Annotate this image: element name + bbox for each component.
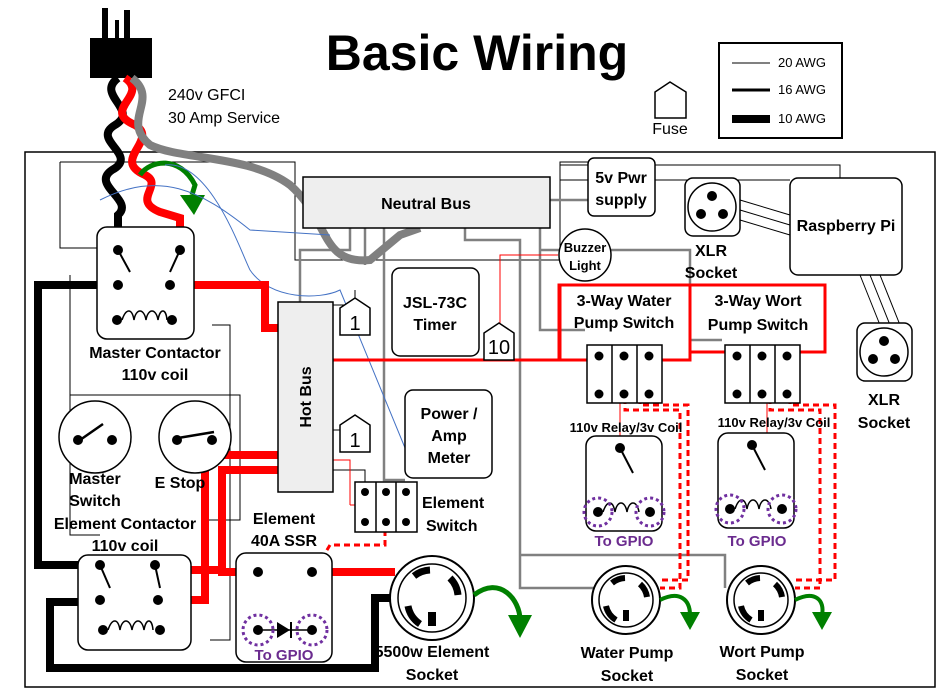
master-contactor — [96, 226, 195, 340]
element-contactor-line2: 110v coil — [92, 538, 159, 555]
wort-socket-line2: Socket — [736, 667, 789, 684]
xlr-socket-right — [856, 322, 913, 382]
gpio-label-wort: To GPIO — [728, 533, 787, 550]
water-pump-socket — [591, 565, 661, 635]
fuse-legend: Fuse — [652, 81, 688, 138]
fuse-10: 10 — [483, 322, 515, 361]
data-wire — [164, 164, 411, 461]
legend-20awg: 20 AWG — [778, 55, 826, 70]
water-socket-line2: Socket — [601, 668, 654, 685]
timer-box — [391, 267, 480, 357]
wort-pump-socket — [726, 565, 796, 635]
pwr-supply-line1: 5v Pwr — [595, 170, 647, 187]
control-wiring — [59, 161, 901, 641]
buzzer-line1: Buzzer — [564, 240, 607, 255]
raspberry-pi-label: Raspberry Pi — [797, 218, 896, 235]
wire-legend: 20 AWG 16 AWG 10 AWG — [718, 42, 843, 139]
water-socket-line1: Water Pump — [581, 645, 674, 662]
e-stop-label: E Stop — [155, 475, 206, 492]
neutral-bus-label: Neutral Bus — [381, 196, 471, 213]
page-title: Basic Wiring — [326, 25, 628, 81]
master-contactor-line2: 110v coil — [122, 367, 189, 384]
main-cable-black — [101, 74, 127, 250]
wort-socket-line1: Wort Pump — [719, 644, 804, 661]
element-socket-line1: 5500w Element — [375, 644, 490, 661]
element-contactor-line1: Element Contactor — [54, 516, 196, 533]
relay-right — [714, 432, 798, 529]
buzzer-line2: Light — [569, 258, 601, 273]
element-switch-line1: Element — [422, 495, 485, 512]
red-10awg-wiring — [165, 281, 395, 604]
pwr-supply-line2: supply — [595, 192, 647, 209]
raspberry-pi-box — [789, 177, 903, 276]
water-switch-line2: Pump Switch — [574, 315, 674, 332]
wort-switch-line1: 3-Way Wort — [714, 293, 802, 310]
meter-line3: Meter — [428, 450, 471, 467]
data-wire-2 — [99, 185, 331, 236]
ground-arrow — [180, 195, 205, 215]
element-ssr — [235, 552, 333, 663]
power-meter-box — [404, 389, 493, 479]
xlr-socket-top — [684, 177, 741, 237]
fuse-1-bottom-label: 1 — [349, 430, 360, 452]
water-switch-line1: 3-Way Water — [577, 293, 672, 310]
element-contactor — [77, 554, 192, 651]
xlr-right-line2: Socket — [858, 415, 911, 432]
fuse-10-label: 10 — [488, 337, 510, 359]
element-socket — [389, 555, 475, 641]
water-ground-arrow — [680, 612, 700, 630]
element-switch-line2: Switch — [426, 518, 478, 535]
wort-ground-arrow — [812, 612, 832, 630]
relay-left-label: 110v Relay/3v Coil — [570, 420, 683, 435]
xlr-top-line1: XLR — [695, 243, 727, 260]
hot-bus-label: Hot Bus — [298, 366, 315, 427]
ground-wire — [137, 160, 198, 196]
ssr-line1: Element — [253, 511, 316, 528]
hot-bus — [277, 301, 334, 493]
wort-ground-wire — [794, 594, 825, 616]
wort-pump-switch — [724, 344, 801, 404]
legend-10awg: 10 AWG — [778, 111, 826, 126]
relay-left — [582, 435, 666, 532]
fuse-1-top: 1 — [339, 297, 371, 336]
wort-switch-line2: Pump Switch — [708, 317, 808, 334]
buzzer-light — [558, 228, 612, 282]
xlr-top-line2: Socket — [685, 265, 738, 282]
fuse-1-top-label: 1 — [349, 313, 360, 335]
master-switch — [58, 400, 132, 474]
timer-line1: JSL-73C — [403, 295, 467, 312]
pwr-supply-box — [587, 157, 656, 217]
main-cable-gray — [129, 74, 422, 265]
meter-line1: Power / — [421, 406, 478, 423]
power-input-line1: 240v GFCI — [168, 87, 245, 104]
enclosure — [24, 151, 936, 688]
master-switch-line1: Master — [69, 471, 121, 488]
plug-icon — [90, 8, 152, 78]
main-cable-red — [118, 74, 184, 250]
meter-line2: Amp — [431, 428, 467, 445]
power-input-line2: 30 Amp Service — [168, 110, 280, 127]
water-ground-wire — [659, 594, 692, 616]
water-pump-switch — [586, 344, 663, 404]
master-switch-line2: Switch — [69, 493, 121, 510]
black-10awg-wiring — [34, 281, 395, 672]
element-ground-arrow — [508, 615, 532, 638]
element-socket-line2: Socket — [406, 667, 459, 684]
timer-line2: Timer — [413, 317, 456, 334]
e-stop — [158, 400, 232, 474]
element-switch — [354, 481, 418, 533]
legend-16awg: 16 AWG — [778, 82, 826, 97]
gpio-label-ssr: To GPIO — [255, 647, 314, 664]
fuse-1-bottom: 1 — [339, 414, 371, 453]
ssr-line2: 40A SSR — [251, 533, 318, 550]
gpio-label-water: To GPIO — [595, 533, 654, 550]
relay-right-label: 110v Relay/3v Coil — [718, 415, 831, 430]
xlr-right-line1: XLR — [868, 392, 900, 409]
fuse-legend-label: Fuse — [652, 121, 688, 138]
neutral-bus — [302, 176, 551, 229]
master-contactor-line1: Master Contactor — [89, 345, 221, 362]
element-ground-wire — [472, 585, 523, 621]
